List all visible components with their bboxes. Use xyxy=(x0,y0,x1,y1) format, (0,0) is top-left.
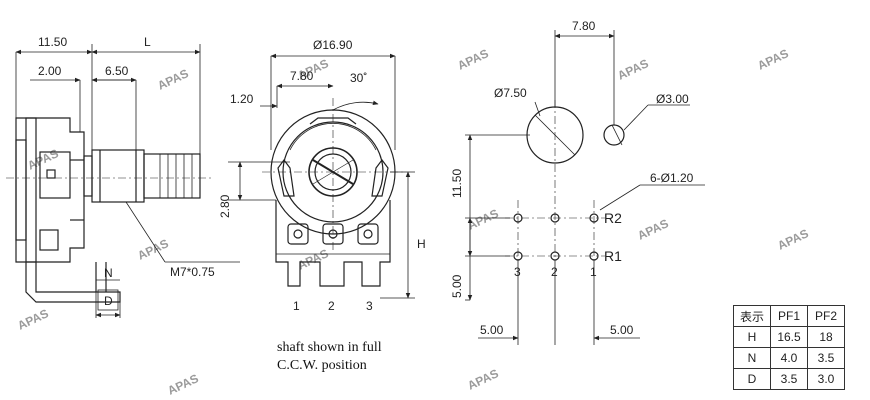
watermark: APAS xyxy=(165,371,200,397)
watermark: APAS xyxy=(135,236,170,262)
dim-side-2-00: 2.00 xyxy=(38,64,62,78)
front-pin-label-2: 2 xyxy=(328,299,335,313)
side-view-back-plate xyxy=(15,139,27,241)
dim-pcb-5-00-left: 5.00 xyxy=(480,323,504,337)
pcb-pin-label-2: 2 xyxy=(551,265,558,279)
spec-table-row: N 4.0 3.5 xyxy=(733,347,845,369)
watermark: APAS xyxy=(155,66,190,92)
front-view-body xyxy=(275,200,391,287)
dim-front-2-80: 2.80 xyxy=(218,194,232,218)
watermark: APAS xyxy=(25,146,60,172)
front-pin-label-1: 1 xyxy=(293,299,300,313)
dim-pcb-7-80: 7.80 xyxy=(572,19,596,33)
front-pin-label-3: 3 xyxy=(366,299,373,313)
pcb-view xyxy=(465,30,705,345)
row-label-r2: R2 xyxy=(604,210,622,226)
watermark: APAS xyxy=(15,306,50,332)
front-view xyxy=(228,53,415,299)
dim-side-11-50: 11.50 xyxy=(38,35,67,49)
watermark: APAS xyxy=(465,366,500,392)
side-view-front-plate xyxy=(25,117,37,263)
spec-table-cell: 3.0 xyxy=(807,368,845,390)
spec-table-cell: D xyxy=(733,368,771,390)
dim-pcb-5-00-vertical: 5.00 xyxy=(450,274,464,298)
spec-table-cell: 4.0 xyxy=(770,347,808,369)
watermark: APAS xyxy=(775,226,810,252)
dim-pcb-3-00: Ø3.00 xyxy=(656,92,689,106)
watermark: APAS xyxy=(615,56,650,82)
spec-table: 表示 PF1 PF2 H 16.5 18 N 4.0 3.5 D 3.5 3.0 xyxy=(733,305,845,390)
watermark: APAS xyxy=(455,46,490,72)
watermark: APAS xyxy=(295,246,330,272)
side-view xyxy=(6,44,240,318)
dim-pcb-6-holes: 6-Ø1.20 xyxy=(650,171,694,185)
dim-pcb-11-50: 11.50 xyxy=(450,169,464,198)
watermark: APAS xyxy=(755,46,790,72)
dim-side-D: D xyxy=(104,294,113,308)
dim-pcb-5-00-right: 5.00 xyxy=(610,323,634,337)
spec-table-header: PF2 xyxy=(807,305,845,327)
pcb-pin-label-3: 3 xyxy=(514,265,521,279)
dim-side-6-50: 6.50 xyxy=(105,64,129,78)
spec-table-header-row: 表示 PF1 PF2 xyxy=(733,305,845,327)
spec-table-cell: H xyxy=(733,326,771,348)
side-view-inner-block xyxy=(39,151,71,199)
watermark-layer: APAS APAS APAS APAS APAS APAS APAS APAS … xyxy=(15,46,810,397)
shaft xyxy=(143,153,201,199)
spec-table-header: 表示 xyxy=(733,305,771,327)
side-view-dot xyxy=(46,169,56,179)
dim-front-30: 30˚ xyxy=(350,71,367,85)
dim-front-H: H xyxy=(417,237,426,251)
note-line-2: C.C.W. position xyxy=(277,358,367,373)
dim-front-16-90: Ø16.90 xyxy=(313,38,353,52)
spec-table-cell: N xyxy=(733,347,771,369)
dim-side-L: L xyxy=(144,35,151,49)
row-label-r1: R1 xyxy=(604,248,622,264)
dim-front-7-80: 7.80 xyxy=(290,69,314,83)
positioning-hole xyxy=(603,124,625,146)
dim-pcb-7-50: Ø7.50 xyxy=(494,86,527,100)
spec-table-header: PF1 xyxy=(770,305,808,327)
spec-table-cell: 3.5 xyxy=(770,368,808,390)
spec-table-cell: 18 xyxy=(807,326,845,348)
dim-side-N: N xyxy=(104,266,113,280)
spec-table-cell: 3.5 xyxy=(807,347,845,369)
spec-table-cell: 16.5 xyxy=(770,326,808,348)
dim-thread-M7: M7*0.75 xyxy=(170,265,215,279)
watermark: APAS xyxy=(635,216,670,242)
pcb-pin-label-1: 1 xyxy=(590,265,597,279)
dim-front-1-20: 1.20 xyxy=(230,92,254,106)
spec-table-row: D 3.5 3.0 xyxy=(733,368,845,390)
watermark: APAS xyxy=(465,206,500,232)
spec-table-row: H 16.5 18 xyxy=(733,326,845,348)
note-line-1: shaft shown in full xyxy=(277,340,382,355)
